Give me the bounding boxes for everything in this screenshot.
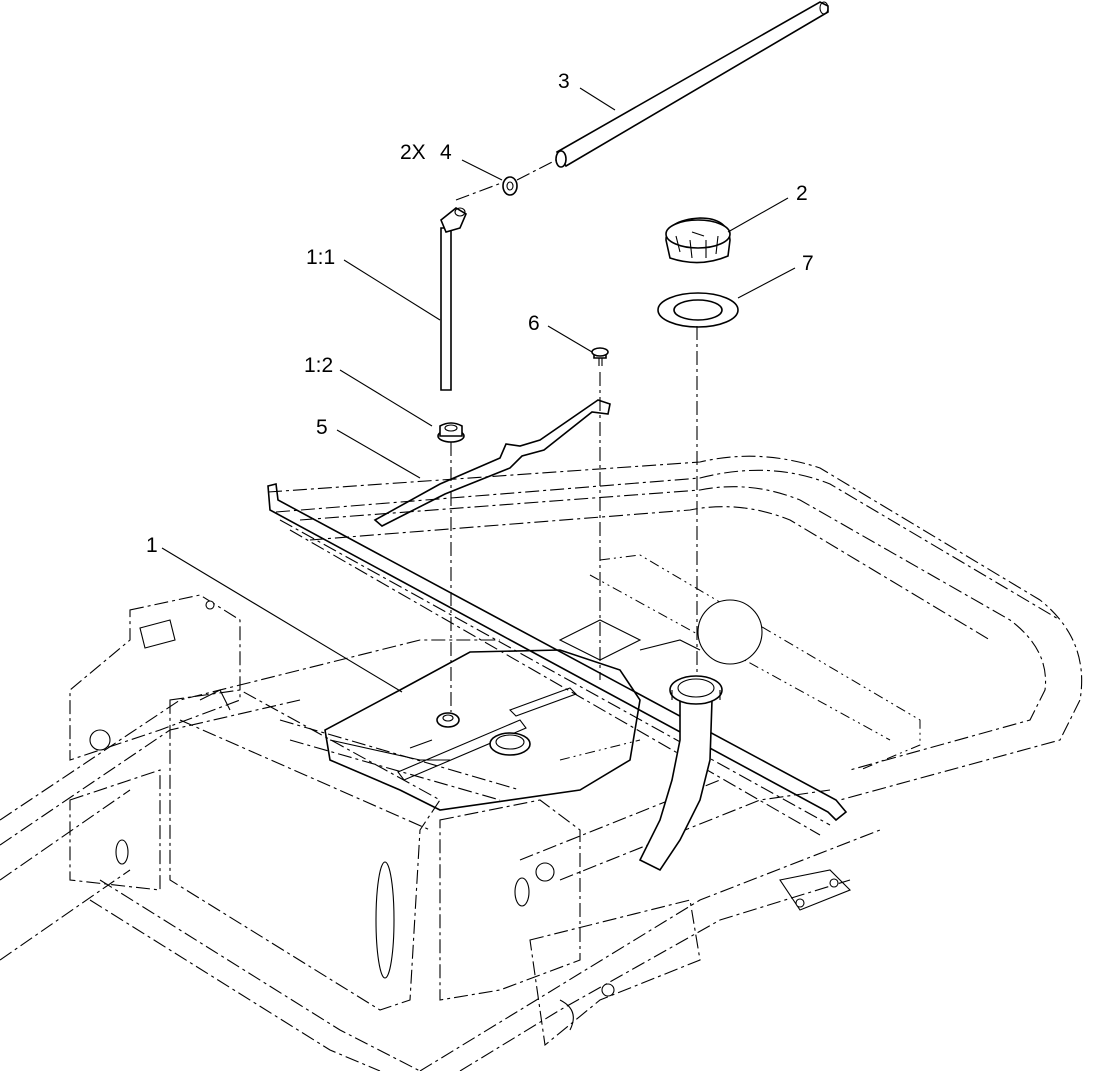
callout-labels: 3 2X 4 2 1:1 7 6 1:2 5 1: [146, 70, 814, 557]
fuel-tank: [324, 649, 641, 811]
assembly-center-lines: [450, 159, 698, 712]
fuel-cap: [665, 217, 731, 264]
elbow-vent-tube: [440, 207, 468, 391]
callout-1-1: 1:1: [306, 246, 335, 269]
support-rod: [373, 399, 611, 527]
bolt: [591, 347, 609, 366]
vent-hose: [555, 1, 829, 168]
callout-4-quantity: 2X: [400, 141, 426, 164]
gasket: [657, 292, 739, 328]
leader-lines: [161, 87, 796, 693]
callout-6: 6: [528, 312, 540, 335]
grommet: [437, 422, 465, 443]
callout-2: 2: [796, 182, 808, 205]
callout-1: 1: [146, 534, 158, 557]
filler-neck: [638, 675, 723, 872]
callout-3: 3: [558, 70, 570, 93]
front-panel: [169, 689, 441, 1011]
callout-5: 5: [316, 416, 328, 439]
callout-7: 7: [802, 252, 814, 275]
callout-4: 4: [440, 141, 452, 164]
callout-1-2: 1:2: [304, 354, 333, 377]
hose-clamp: [502, 176, 518, 196]
